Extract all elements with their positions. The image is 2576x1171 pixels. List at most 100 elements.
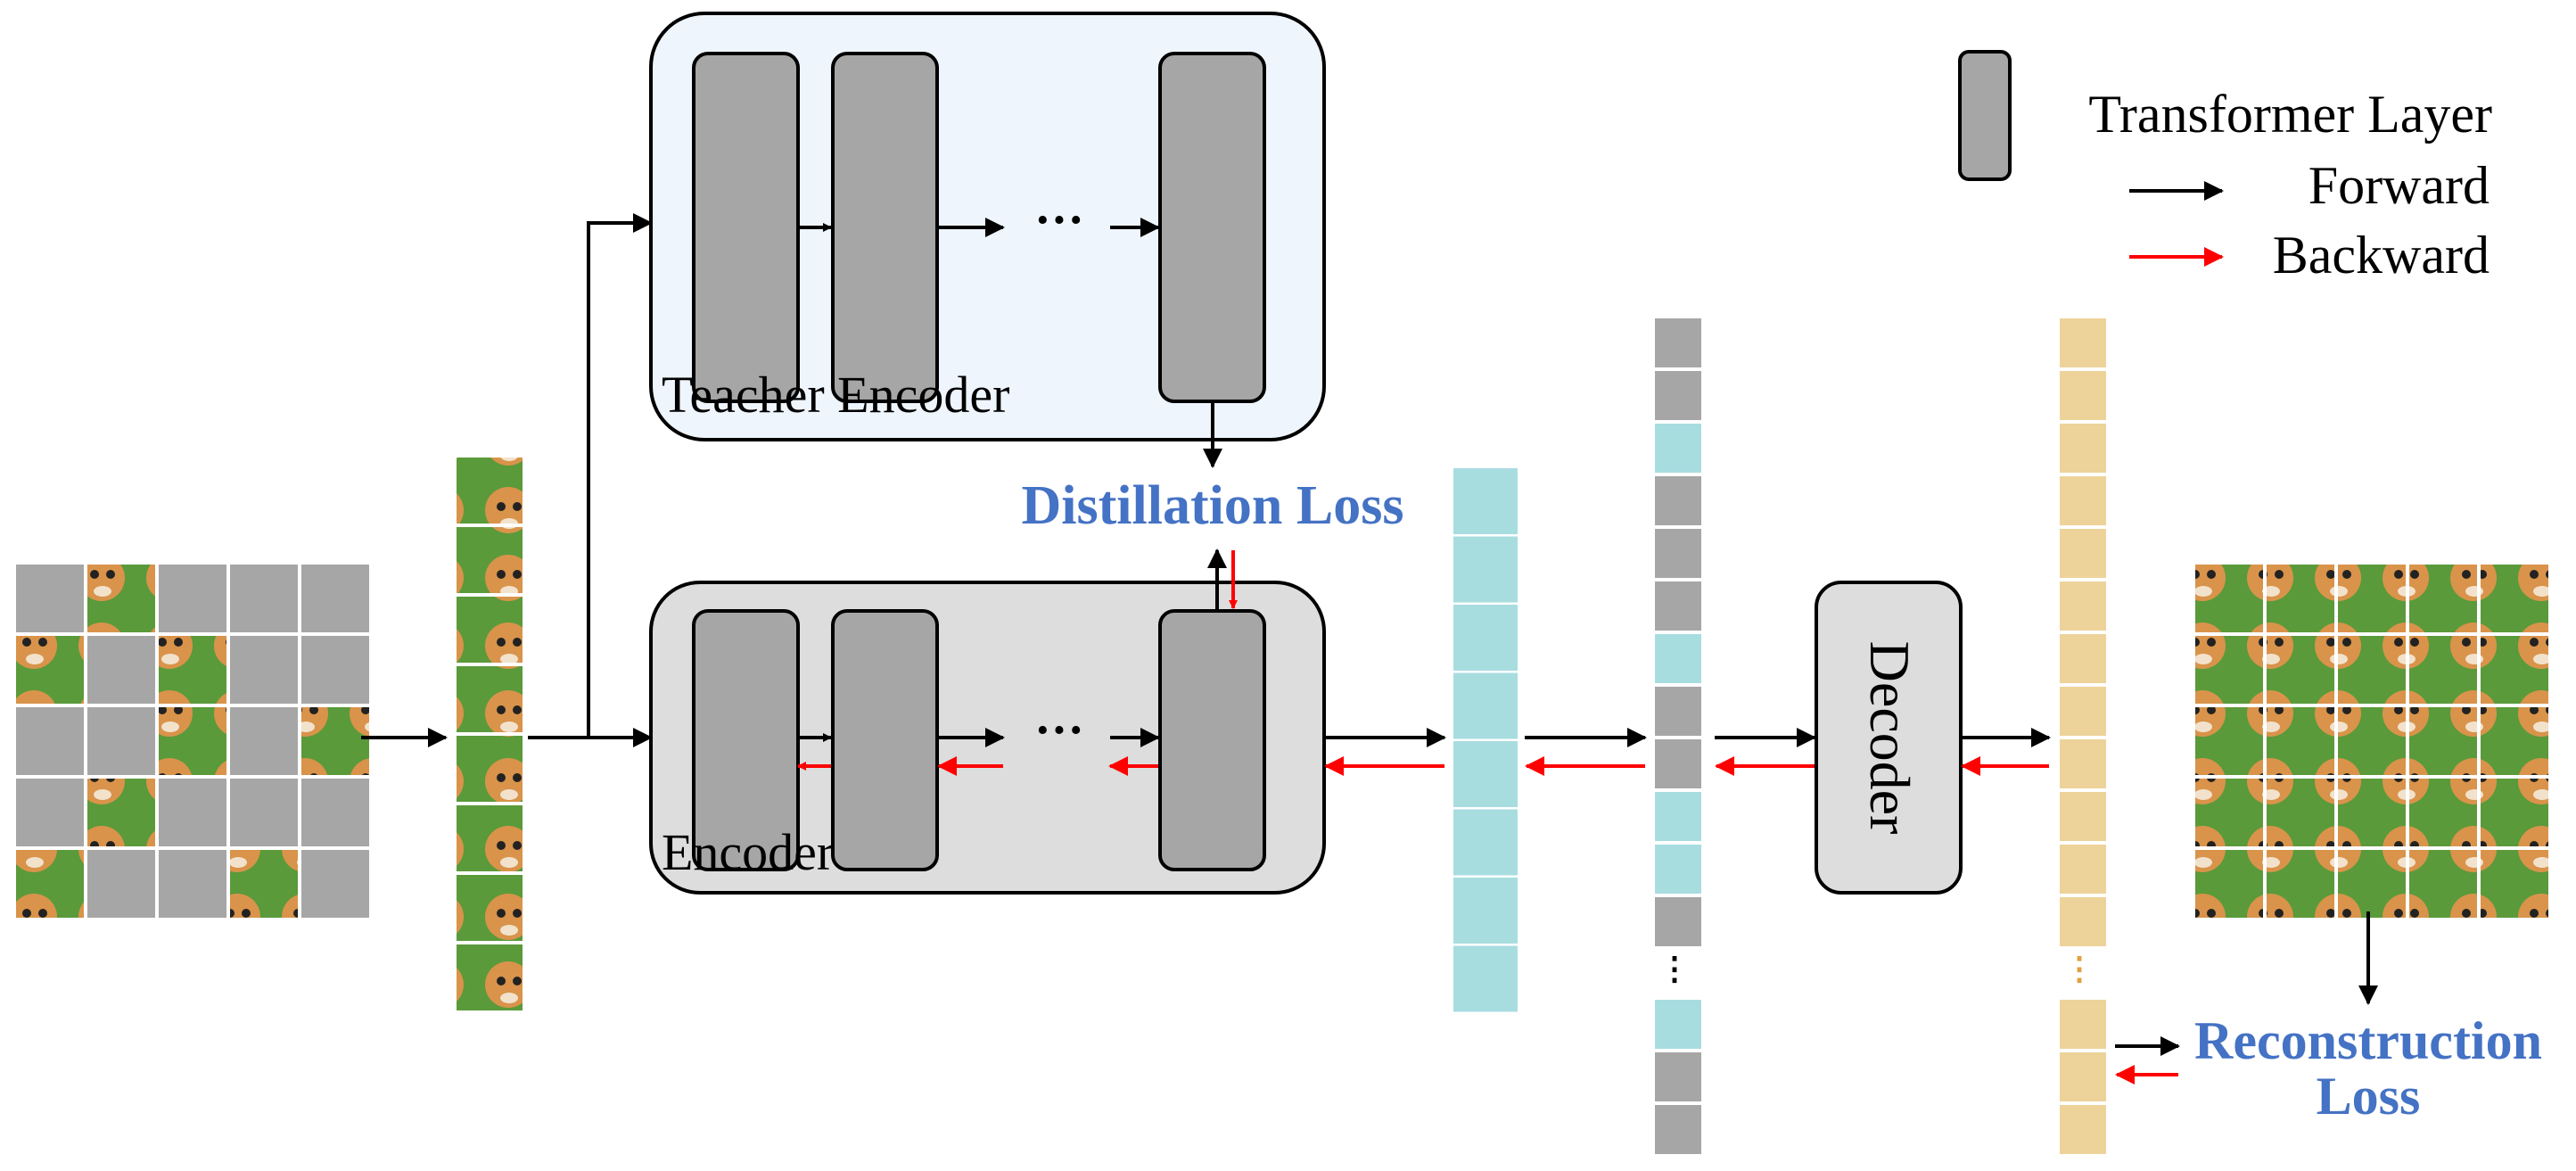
- visible-patch: [457, 944, 523, 1010]
- visible-patch: [457, 527, 523, 593]
- teacher-encoder-label: Teacher Encoder: [662, 366, 1009, 424]
- decoded-token: [2060, 581, 2106, 631]
- decoded-token: [2060, 739, 2106, 788]
- reconstructed-patch: [2267, 565, 2334, 632]
- masked-patch: [301, 850, 369, 918]
- visible-patch: [457, 458, 523, 524]
- encoded-token: [1655, 792, 1701, 841]
- visible-patch: [16, 850, 84, 918]
- visible-patch: [230, 850, 298, 918]
- reconstructed-patch: [2195, 565, 2263, 632]
- decoded-token: [2060, 476, 2106, 525]
- encoded-token: [1453, 605, 1518, 671]
- encoded-token: [1655, 424, 1701, 473]
- decoded-token: [2060, 897, 2106, 946]
- reconstructed-patch: [2267, 850, 2334, 918]
- reconstructed-patch: [2195, 636, 2263, 704]
- masked-patch: [16, 565, 84, 632]
- masked-patch: [301, 565, 369, 632]
- decoder-label: Decoder: [1858, 641, 1922, 835]
- transformer-layer: [1158, 609, 1266, 871]
- masked-patch: [87, 636, 155, 704]
- encoded-token: [1453, 878, 1518, 944]
- full-token-sequence: [1655, 318, 1701, 1154]
- encoded-token: [1453, 809, 1518, 876]
- masked-patch: [230, 565, 298, 632]
- reconstructed-patch: [2195, 850, 2263, 918]
- mask-token: [1655, 529, 1701, 578]
- forward-arrow-to-teacher: [528, 213, 653, 739]
- ellipsis: ···: [1034, 703, 1084, 758]
- reconstructed-patch: [2267, 707, 2334, 775]
- reconstructed-image: [2195, 565, 2548, 918]
- decoded-token: [2060, 318, 2106, 367]
- encoded-token: [1453, 741, 1518, 807]
- reconstructed-patch: [2338, 636, 2406, 704]
- reconstructed-patch: [2409, 565, 2477, 632]
- transformer-layer: [1158, 52, 1266, 403]
- reconstructed-patch: [2338, 850, 2406, 918]
- visible-patch-sequence: [457, 458, 523, 1010]
- visible-patch: [457, 875, 523, 941]
- mask-token: [1655, 687, 1701, 736]
- decoded-token: [2060, 424, 2106, 473]
- transformer-layer: [692, 52, 800, 403]
- reconstructed-patch: [2481, 779, 2548, 846]
- legend-forward: Forward: [2309, 156, 2490, 215]
- encoded-token: [1453, 945, 1518, 1012]
- legend-transformer-layer: Transformer Layer: [2088, 85, 2492, 144]
- visible-patch: [16, 636, 84, 704]
- vertical-ellipsis: ⋮: [1658, 951, 1691, 986]
- visible-patch: [457, 597, 523, 663]
- reconstructed-patch: [2338, 779, 2406, 846]
- masked-patch: [159, 850, 226, 918]
- teacher-encoder-block: ··· Teacher Encoder: [649, 12, 1326, 441]
- masked-patch: [301, 636, 369, 704]
- reconstructed-patch: [2409, 779, 2477, 846]
- encoded-token: [1655, 845, 1701, 894]
- masked-patch: [301, 779, 369, 846]
- transformer-layer: [831, 52, 939, 403]
- masked-patch: [16, 707, 84, 775]
- encoded-token: [1453, 468, 1518, 534]
- mask-token: [1655, 739, 1701, 788]
- decoded-token: [2060, 792, 2106, 841]
- visible-patch: [159, 707, 226, 775]
- masked-patch: [230, 779, 298, 846]
- vertical-ellipsis: ⋮: [2063, 951, 2095, 986]
- reconstructed-patch: [2338, 707, 2406, 775]
- encoded-token: [1453, 536, 1518, 603]
- masked-patch: [159, 565, 226, 632]
- transformer-layer: [692, 609, 800, 871]
- reconstructed-patch: [2481, 636, 2548, 704]
- decoded-token-column: [2060, 318, 2106, 1154]
- masked-patch: [16, 779, 84, 846]
- decoded-token: [2060, 687, 2106, 736]
- reconstructed-patch: [2481, 565, 2548, 632]
- reconstructed-patch: [2409, 850, 2477, 918]
- encoded-token: [1655, 1000, 1701, 1049]
- reconstructed-patch: [2195, 707, 2263, 775]
- encoder-label: Encoder: [662, 823, 834, 881]
- input-masked-image: [16, 565, 369, 918]
- mask-token: [1655, 1052, 1701, 1101]
- mask-token: [1655, 581, 1701, 631]
- reconstructed-patch: [2195, 779, 2263, 846]
- visible-patch: [457, 805, 523, 871]
- visible-patch: [87, 565, 155, 632]
- mask-token: [1655, 371, 1701, 420]
- masked-patch: [230, 636, 298, 704]
- decoded-token: [2060, 1105, 2106, 1154]
- decoded-token: [2060, 1000, 2106, 1049]
- masked-patch: [230, 707, 298, 775]
- legend-backward: Backward: [2273, 226, 2490, 285]
- reconstructed-patch: [2409, 707, 2477, 775]
- visible-patch: [159, 636, 226, 704]
- legend-layer-swatch: [1958, 50, 2012, 181]
- legend: Transformer Layer Forward Backward: [1958, 50, 2492, 285]
- reconstructed-patch: [2267, 636, 2334, 704]
- masked-patch: [159, 779, 226, 846]
- reconstructed-patch: [2481, 707, 2548, 775]
- ellipsis: ···: [1034, 193, 1084, 248]
